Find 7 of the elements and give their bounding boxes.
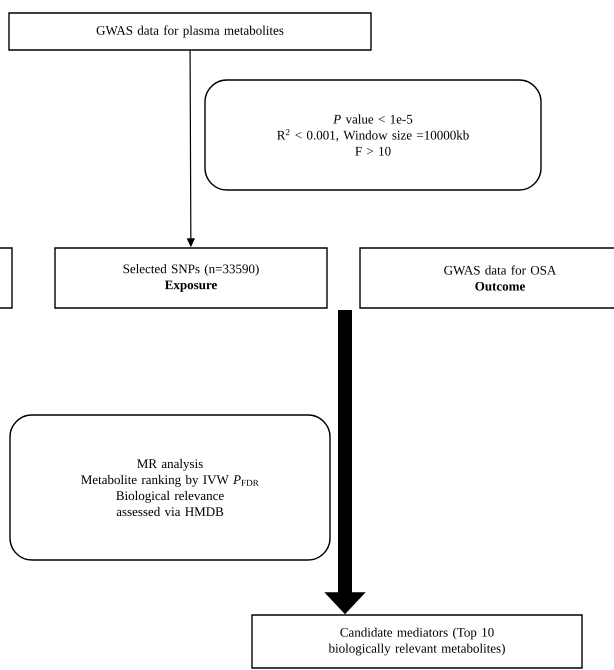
criteria-box: MR analysis Metabolite ranking by IVW P$_{FDR}$ Biological relevance assessed via HMDB (9, 414, 331, 561)
process-box: GWAS data for plasma metabolites (8, 12, 372, 51)
process-box: Candidate mediators (Top 10 biologically relevant metabolites) (251, 614, 583, 669)
process-box: GWAS data for OSA Outcome (359, 247, 614, 309)
process-box (0, 247, 13, 309)
criteria-box: P value < 1e-5 R$^{2}$ < 0.001, Window size =10000kb F > 10 (204, 79, 542, 191)
process-box: Selected SNPs (n=33590) Exposure (54, 247, 328, 309)
